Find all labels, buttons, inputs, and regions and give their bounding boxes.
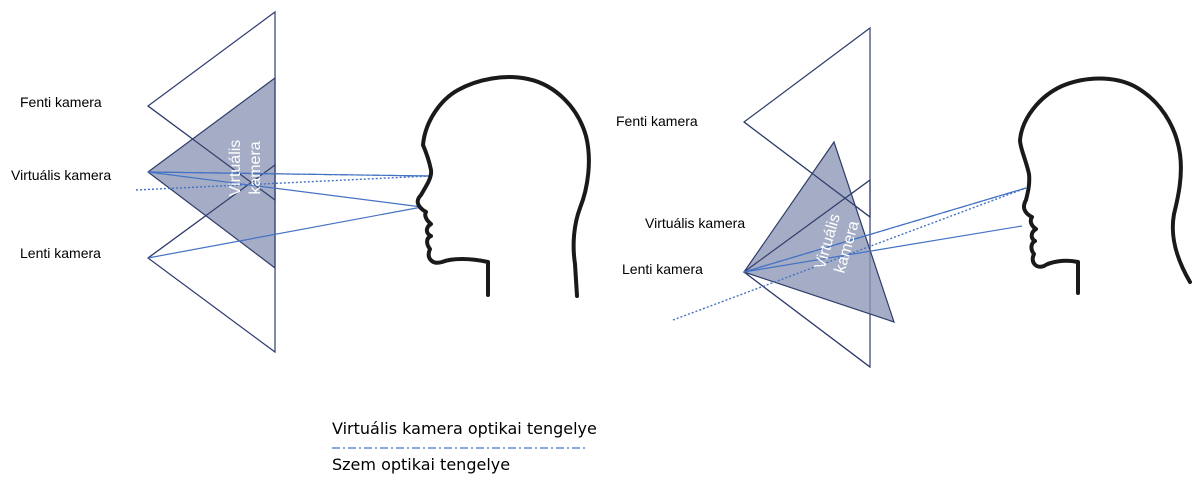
left-virtual-camera-inner-label-1: Virtuális <box>227 140 244 197</box>
left-virtual-camera-inner-label-2: kamera <box>247 141 264 194</box>
right-head-silhouette <box>1018 76 1192 295</box>
left-virtual-optical-axis <box>147 171 431 177</box>
right-virtual-camera-label: Virtuális kamera <box>645 215 745 231</box>
left-panel: Fenti kamera Virtuális kamera Lenti kame… <box>11 10 591 354</box>
left-virtual-camera-label: Virtuális kamera <box>11 167 111 183</box>
legend-eye-axis-label: Szem optikai tengelye <box>332 455 510 474</box>
right-virtual-optical-axis <box>743 187 1027 273</box>
right-panel: Fenti kamera Virtuális kamera Lenti kame… <box>616 26 1192 369</box>
left-lower-camera-label: Lenti kamera <box>20 245 101 261</box>
left-head-silhouette <box>415 75 591 298</box>
left-eye-optical-axis <box>135 175 431 191</box>
legend: Virtuális kamera optikai tengelye Szem o… <box>332 419 597 474</box>
right-lower-camera-label: Lenti kamera <box>622 261 703 277</box>
left-virtual-ray-chin <box>147 171 423 208</box>
right-lower-ray <box>743 225 1023 273</box>
left-lower-ray <box>147 206 423 259</box>
right-upper-camera-label: Fenti kamera <box>616 113 698 129</box>
left-upper-camera-label: Fenti kamera <box>20 94 102 110</box>
right-virtual-camera-frustum <box>743 140 895 323</box>
legend-virtual-axis-label: Virtuális kamera optikai tengelye <box>332 419 597 438</box>
